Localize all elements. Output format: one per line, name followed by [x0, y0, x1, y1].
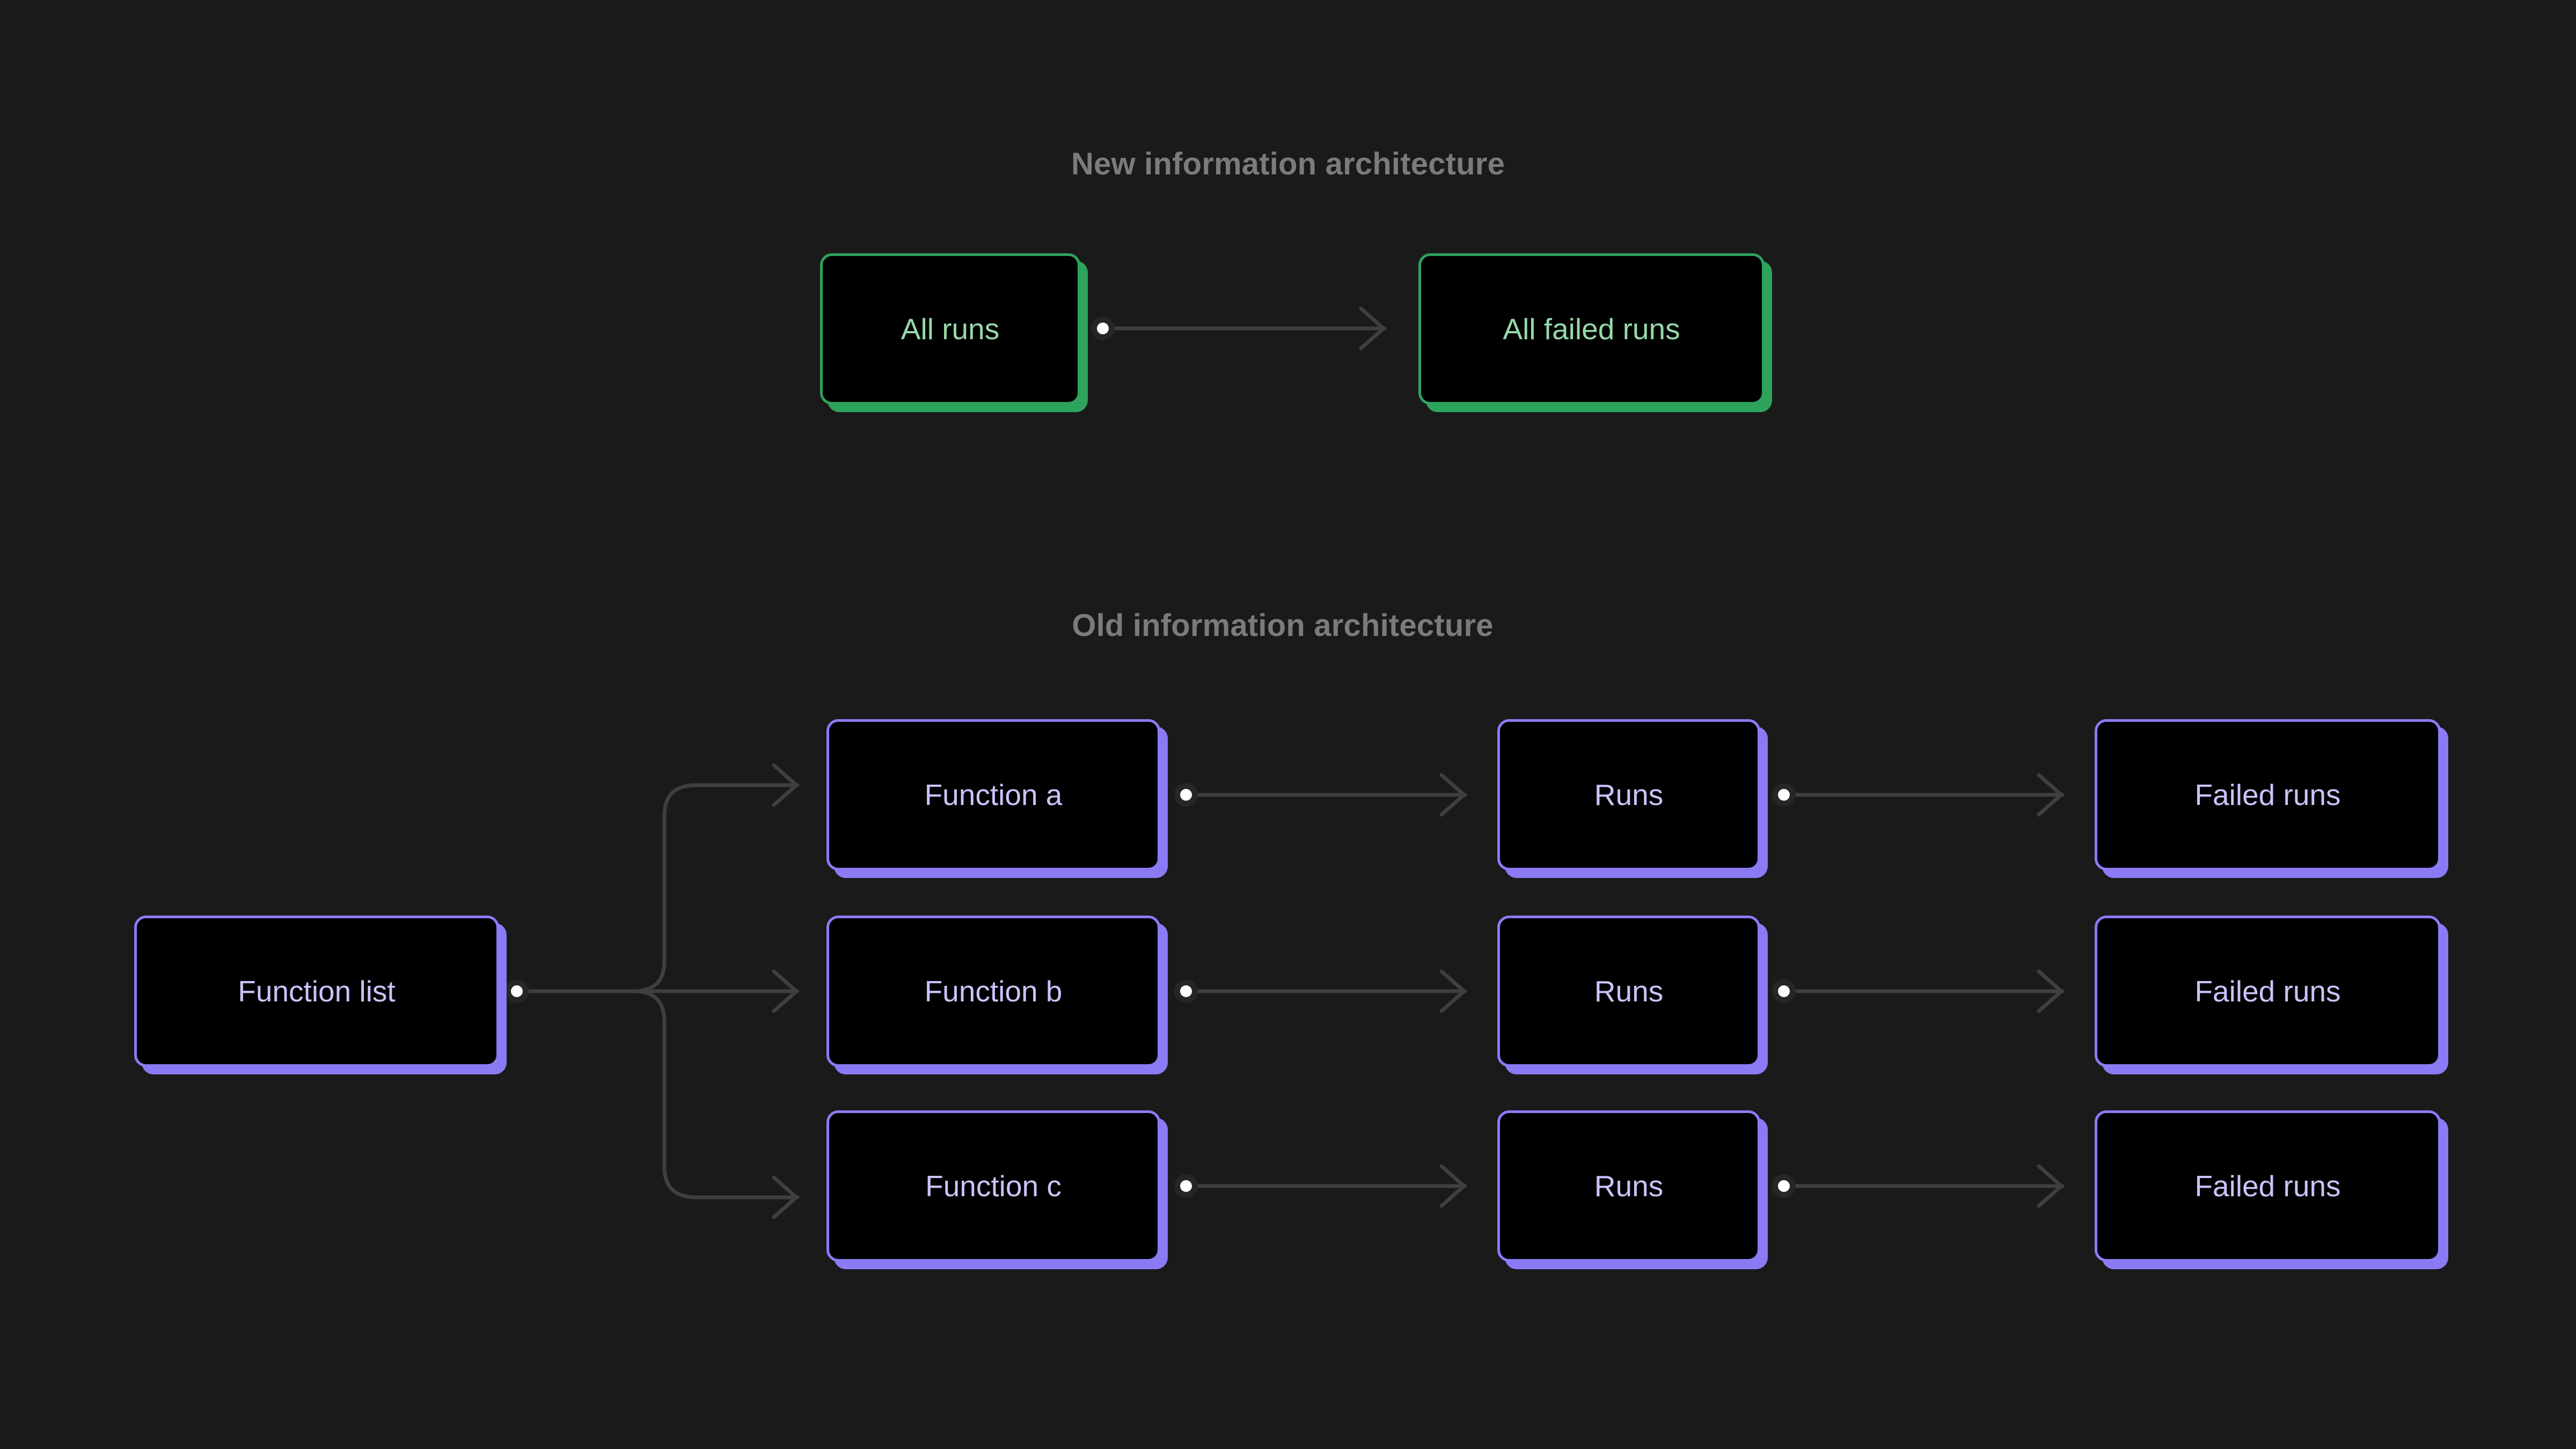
node-all-failed-runs[interactable]: All failed runs — [1418, 253, 1765, 405]
node-function-c-label: Function c — [925, 1169, 1062, 1203]
node-function-list-label: Function list — [238, 974, 396, 1008]
connector-runs-a-to-failed-runs-a — [1772, 773, 2065, 817]
node-function-a[interactable]: Function a — [826, 719, 1160, 870]
node-function-b[interactable]: Function b — [826, 916, 1160, 1067]
node-function-list[interactable]: Function list — [134, 916, 499, 1067]
node-failed-runs-c-label: Failed runs — [2194, 1169, 2341, 1203]
node-failed-runs-b[interactable]: Failed runs — [2095, 916, 2441, 1067]
section-title-new: New information architecture — [1071, 147, 1505, 181]
node-all-runs-label: All runs — [901, 312, 1000, 346]
connector-function-b-to-runs-b — [1174, 969, 1467, 1013]
node-runs-c[interactable]: Runs — [1497, 1110, 1760, 1262]
node-runs-a[interactable]: Runs — [1497, 719, 1760, 870]
node-failed-runs-c[interactable]: Failed runs — [2095, 1110, 2441, 1262]
node-all-runs[interactable]: All runs — [820, 253, 1080, 405]
connector-runs-c-to-failed-runs-c — [1772, 1164, 2065, 1208]
connector-function-list-fanout — [505, 763, 800, 1219]
node-function-c[interactable]: Function c — [826, 1110, 1160, 1262]
node-runs-c-label: Runs — [1594, 1169, 1664, 1203]
node-runs-b-label: Runs — [1594, 974, 1664, 1008]
section-title-old: Old information architecture — [1072, 608, 1494, 643]
node-runs-b[interactable]: Runs — [1497, 916, 1760, 1067]
connector-function-a-to-runs-a — [1174, 773, 1467, 817]
connector-runs-b-to-failed-runs-b — [1772, 969, 2065, 1013]
node-all-failed-runs-label: All failed runs — [1503, 312, 1680, 346]
node-failed-runs-a-label: Failed runs — [2194, 778, 2341, 811]
connector-all-runs-to-all-failed-runs — [1091, 306, 1387, 350]
node-function-a-label: Function a — [924, 778, 1063, 811]
node-function-b-label: Function b — [924, 974, 1063, 1008]
node-failed-runs-a[interactable]: Failed runs — [2095, 719, 2441, 870]
node-runs-a-label: Runs — [1594, 778, 1664, 811]
connector-function-c-to-runs-c — [1174, 1164, 1467, 1208]
node-failed-runs-b-label: Failed runs — [2194, 974, 2341, 1008]
